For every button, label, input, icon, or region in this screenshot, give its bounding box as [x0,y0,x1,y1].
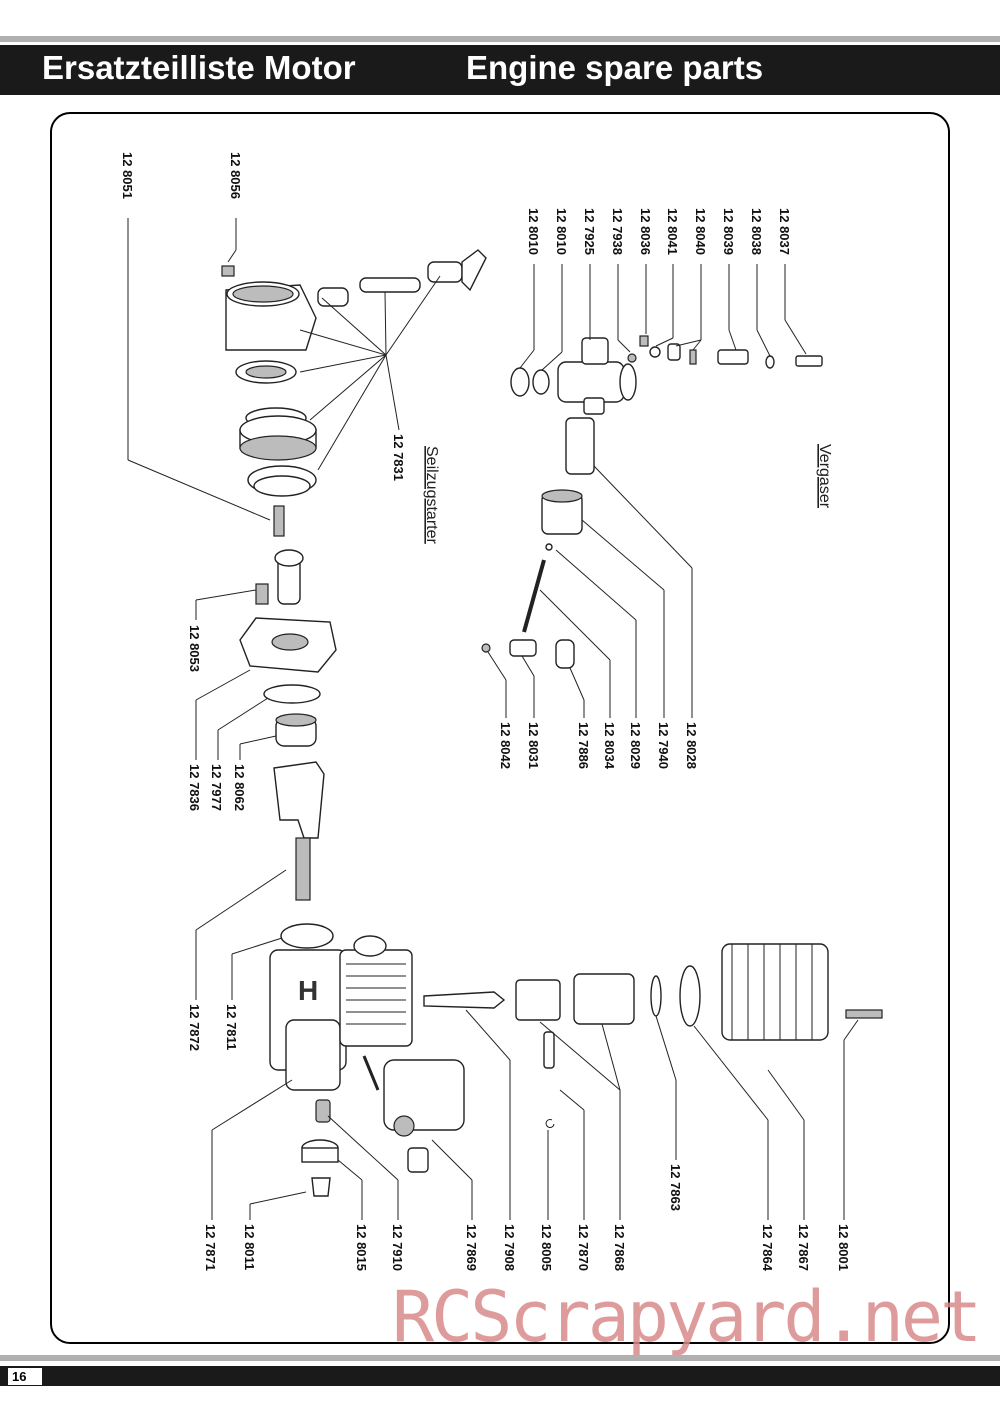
engine-assembly: H [269,923,883,1197]
part-number: 12 8005 [539,1224,554,1271]
engine-leader-lines [211,937,859,1220]
part-number: 12 8038 [749,208,764,255]
svg-text:H: H [298,975,318,1006]
part-number: 12 7910 [390,1224,405,1271]
part-number: 12 8029 [628,722,643,769]
title-german: Ersatzteilliste Motor [42,49,356,86]
carburettor-assembly [481,335,823,669]
part-number: 12 7870 [576,1224,591,1271]
carburettor-leader-lines [487,264,807,718]
part-number: 12 7864 [760,1224,775,1272]
part-number: 12 7886 [576,722,591,769]
part-number: 12 7831 [391,434,406,481]
part-number: 12 8037 [777,208,792,255]
bottom-rule [0,1355,1000,1361]
part-number: 12 8040 [693,208,708,255]
part-number: 12 7867 [796,1224,811,1271]
part-number: 12 8051 [120,152,135,199]
diagram-frame [50,112,950,1344]
part-number: 12 7908 [502,1224,517,1271]
part-number: 12 8042 [498,722,513,769]
part-number-labels: 12 8051 12 8056 12 7831 12 8053 12 8062 … [120,152,851,1272]
part-number: 12 7869 [464,1224,479,1271]
part-number: 12 8028 [684,722,699,769]
section-label-carburettor: Vergaser [816,444,833,509]
footer-bar [0,1366,1000,1386]
part-number: 12 7940 [656,722,671,769]
part-number: 12 8010 [526,208,541,255]
part-number: 12 7868 [612,1224,627,1271]
part-number: 12 8001 [836,1224,851,1271]
part-number: 12 8053 [187,625,202,672]
part-number: 12 7925 [582,208,597,255]
watermark: RCScrapyard.net [392,1276,982,1358]
section-label-starter: Seilzugstarter [423,446,440,544]
part-number: 12 7977 [209,764,224,811]
part-number: 12 8034 [602,722,617,770]
part-number: 12 8031 [526,722,541,769]
part-number: 12 7871 [203,1224,218,1271]
top-rule [0,36,1000,42]
part-number: 12 8011 [242,1224,257,1270]
title-english: Engine spare parts [466,49,764,86]
part-number: 12 7836 [187,764,202,811]
part-number: 12 8041 [665,208,680,255]
part-number: 12 7811 [224,1004,239,1050]
part-number: 12 7938 [610,208,625,255]
part-number: 12 8056 [228,152,243,199]
part-number: 12 7863 [668,1164,683,1211]
page-number: 16 [8,1368,42,1385]
part-number: 12 8062 [232,764,247,811]
part-number: 12 8010 [554,208,569,255]
starter-assembly [221,249,487,901]
part-number: 12 8039 [721,208,736,255]
starter-leader-lines [127,218,441,1000]
title-bar: Ersatzteilliste Motor Engine spare parts [0,45,1000,95]
part-number: 12 7872 [187,1004,202,1051]
part-number: 12 8015 [354,1224,369,1271]
part-number: 12 8036 [638,208,653,255]
